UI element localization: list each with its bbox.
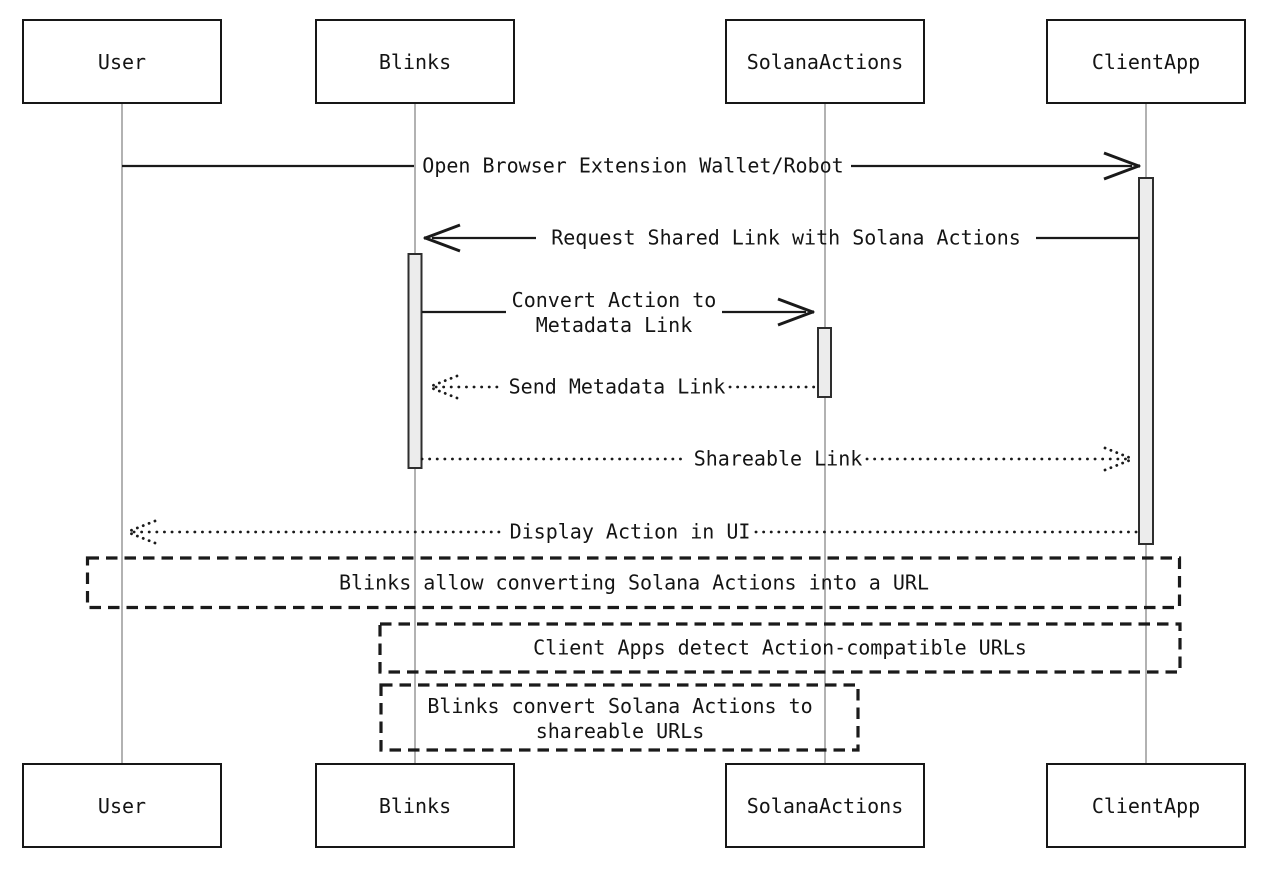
arrowhead-right-convert-action: [777, 297, 815, 327]
actor-label-solanaactions-top: SolanaActions: [746, 49, 904, 74]
actor-label-clientapp-bottom: ClientApp: [1091, 793, 1201, 818]
message-label-shareable-link: Shareable Link: [693, 446, 863, 471]
note-label-client-apps-detect: Client Apps detect Action-compatible URL…: [533, 635, 1027, 660]
actor-box-solanaactions-bottom: SolanaActions: [725, 763, 925, 848]
message-label-display-action: Display Action in UI: [509, 519, 751, 544]
arrowhead-right-open-browser: [1103, 151, 1141, 181]
actor-label-user-top: User: [97, 49, 147, 74]
actor-label-clientapp-top: ClientApp: [1091, 49, 1201, 74]
message-label-open-browser: Open Browser Extension Wallet/Robot: [422, 153, 844, 178]
actor-box-clientapp-top: ClientApp: [1046, 19, 1246, 104]
message-label-convert-action: Convert Action to Metadata Link: [511, 288, 717, 337]
actor-label-solanaactions-bottom: SolanaActions: [746, 793, 904, 818]
note-box-blinks-convert: [379, 683, 860, 752]
actor-box-user-top: User: [22, 19, 222, 104]
actor-box-clientapp-bottom: ClientApp: [1046, 763, 1246, 848]
actor-box-blinks-bottom: Blinks: [315, 763, 515, 848]
note-label-blinks-allow-converting: Blinks allow converting Solana Actions i…: [338, 570, 930, 595]
activation-clientapp: [1138, 177, 1154, 545]
arrowhead-left-display-action: [125, 519, 157, 545]
actor-box-solanaactions-top: SolanaActions: [725, 19, 925, 104]
arrowhead-right-shareable-link: [1103, 446, 1135, 472]
actor-box-blinks-top: Blinks: [315, 19, 515, 104]
actor-box-user-bottom: User: [22, 763, 222, 848]
arrowhead-left-send-metadata: [427, 374, 459, 400]
actor-label-blinks-bottom: Blinks: [378, 793, 452, 818]
note-label-blinks-convert: Blinks convert Solana Actions to shareab…: [427, 694, 813, 743]
message-label-request-shared-link: Request Shared Link with Solana Actions: [551, 225, 1021, 250]
message-label-send-metadata: Send Metadata Link: [508, 374, 726, 399]
note-box-client-apps-detect: [378, 622, 1182, 674]
actor-label-blinks-top: Blinks: [378, 49, 452, 74]
note-box-blinks-allow-converting: [85, 556, 1182, 610]
actor-label-user-bottom: User: [97, 793, 147, 818]
activation-solanaactions: [817, 327, 832, 398]
activation-blinks: [407, 253, 423, 469]
arrowhead-left-request-shared-link: [423, 223, 461, 253]
